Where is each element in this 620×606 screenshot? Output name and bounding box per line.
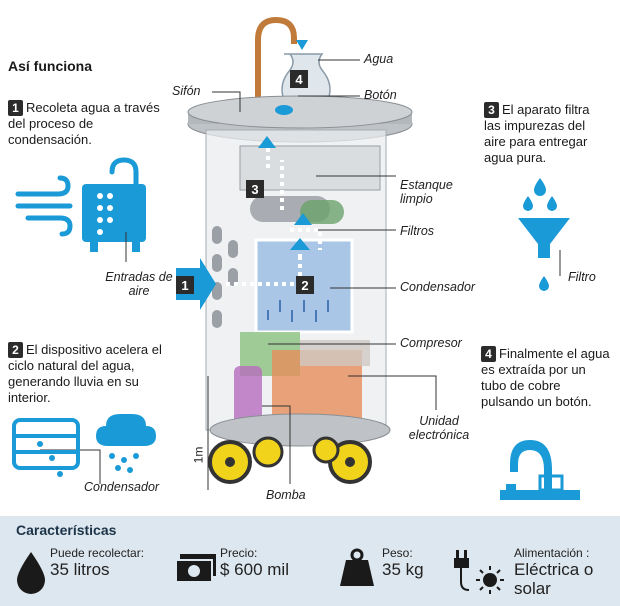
flow-arrows [258,136,312,250]
marker-4-box [290,70,308,88]
feature-2-value: $ 600 mil [220,560,289,579]
marker-4: 4 [295,72,303,87]
label-condensador-icon: Condensador [84,480,160,494]
label-filtros: Filtros [400,224,435,238]
step-2-number: 2 [8,342,23,358]
water-drop-icon [17,552,45,594]
label-unidad: Unidad electrónica [408,414,470,442]
marker-2: 2 [301,278,308,293]
cart-body-icon [82,184,146,242]
filter-icon [518,178,570,291]
label-condensador: Condensador [400,280,476,294]
feature-1-label: Puede recolectar: [50,546,145,560]
label-agua: Agua [364,52,394,66]
label-entradas: Entradas de aire [105,270,173,298]
step-4-text: Finalmente el agua es extraída por un tu… [481,346,610,409]
machine-diagram: 4 1 2 3 [12,16,580,500]
step-1-text: Recoleta agua a través del proceso de co… [8,100,160,147]
feature-4-label: Alimentación : [514,546,590,560]
feature-1-value: 35 litros [50,560,110,579]
label-estanque: Estanque limpio [400,178,453,206]
label-bomba: Bomba [266,488,306,502]
marker-1: 1 [181,278,188,293]
label-filtro: Filtro [568,270,596,284]
button-icon [275,105,293,115]
features-title: Características [16,522,117,538]
step-3-text: El aparato filtra las impurezas del aire… [484,102,590,165]
label-compresor: Compresor [400,336,462,350]
page-title: Así funciona [8,58,93,74]
feature-4-value: Eléctrica o solar [514,560,594,598]
step-4-number: 4 [481,346,496,362]
step-1-number: 1 [8,100,23,116]
step-3-number: 3 [484,102,499,118]
air-intake-arrow [176,258,216,310]
label-boton: Botón [364,88,397,102]
feature-3-label: Peso: [382,546,413,560]
feature-3-value: 35 kg [382,560,424,579]
air-cart-icon [15,157,139,237]
faucet-icon [500,440,580,500]
features-panel: Características Puede recolectar: 35 lit… [0,516,620,606]
step-2-text: El dispositivo acelera el ciclo natural … [8,342,162,405]
label-scale: 1m [191,446,206,464]
plug-sun-icon [454,550,504,594]
copper-pipe-icon [255,16,297,112]
condensador-icon [12,414,156,477]
marker-3: 3 [251,182,258,197]
money-icon [176,554,216,583]
label-sifon: Sifón [172,84,201,98]
weight-icon [340,548,374,586]
feature-2-label: Precio: [220,546,258,560]
